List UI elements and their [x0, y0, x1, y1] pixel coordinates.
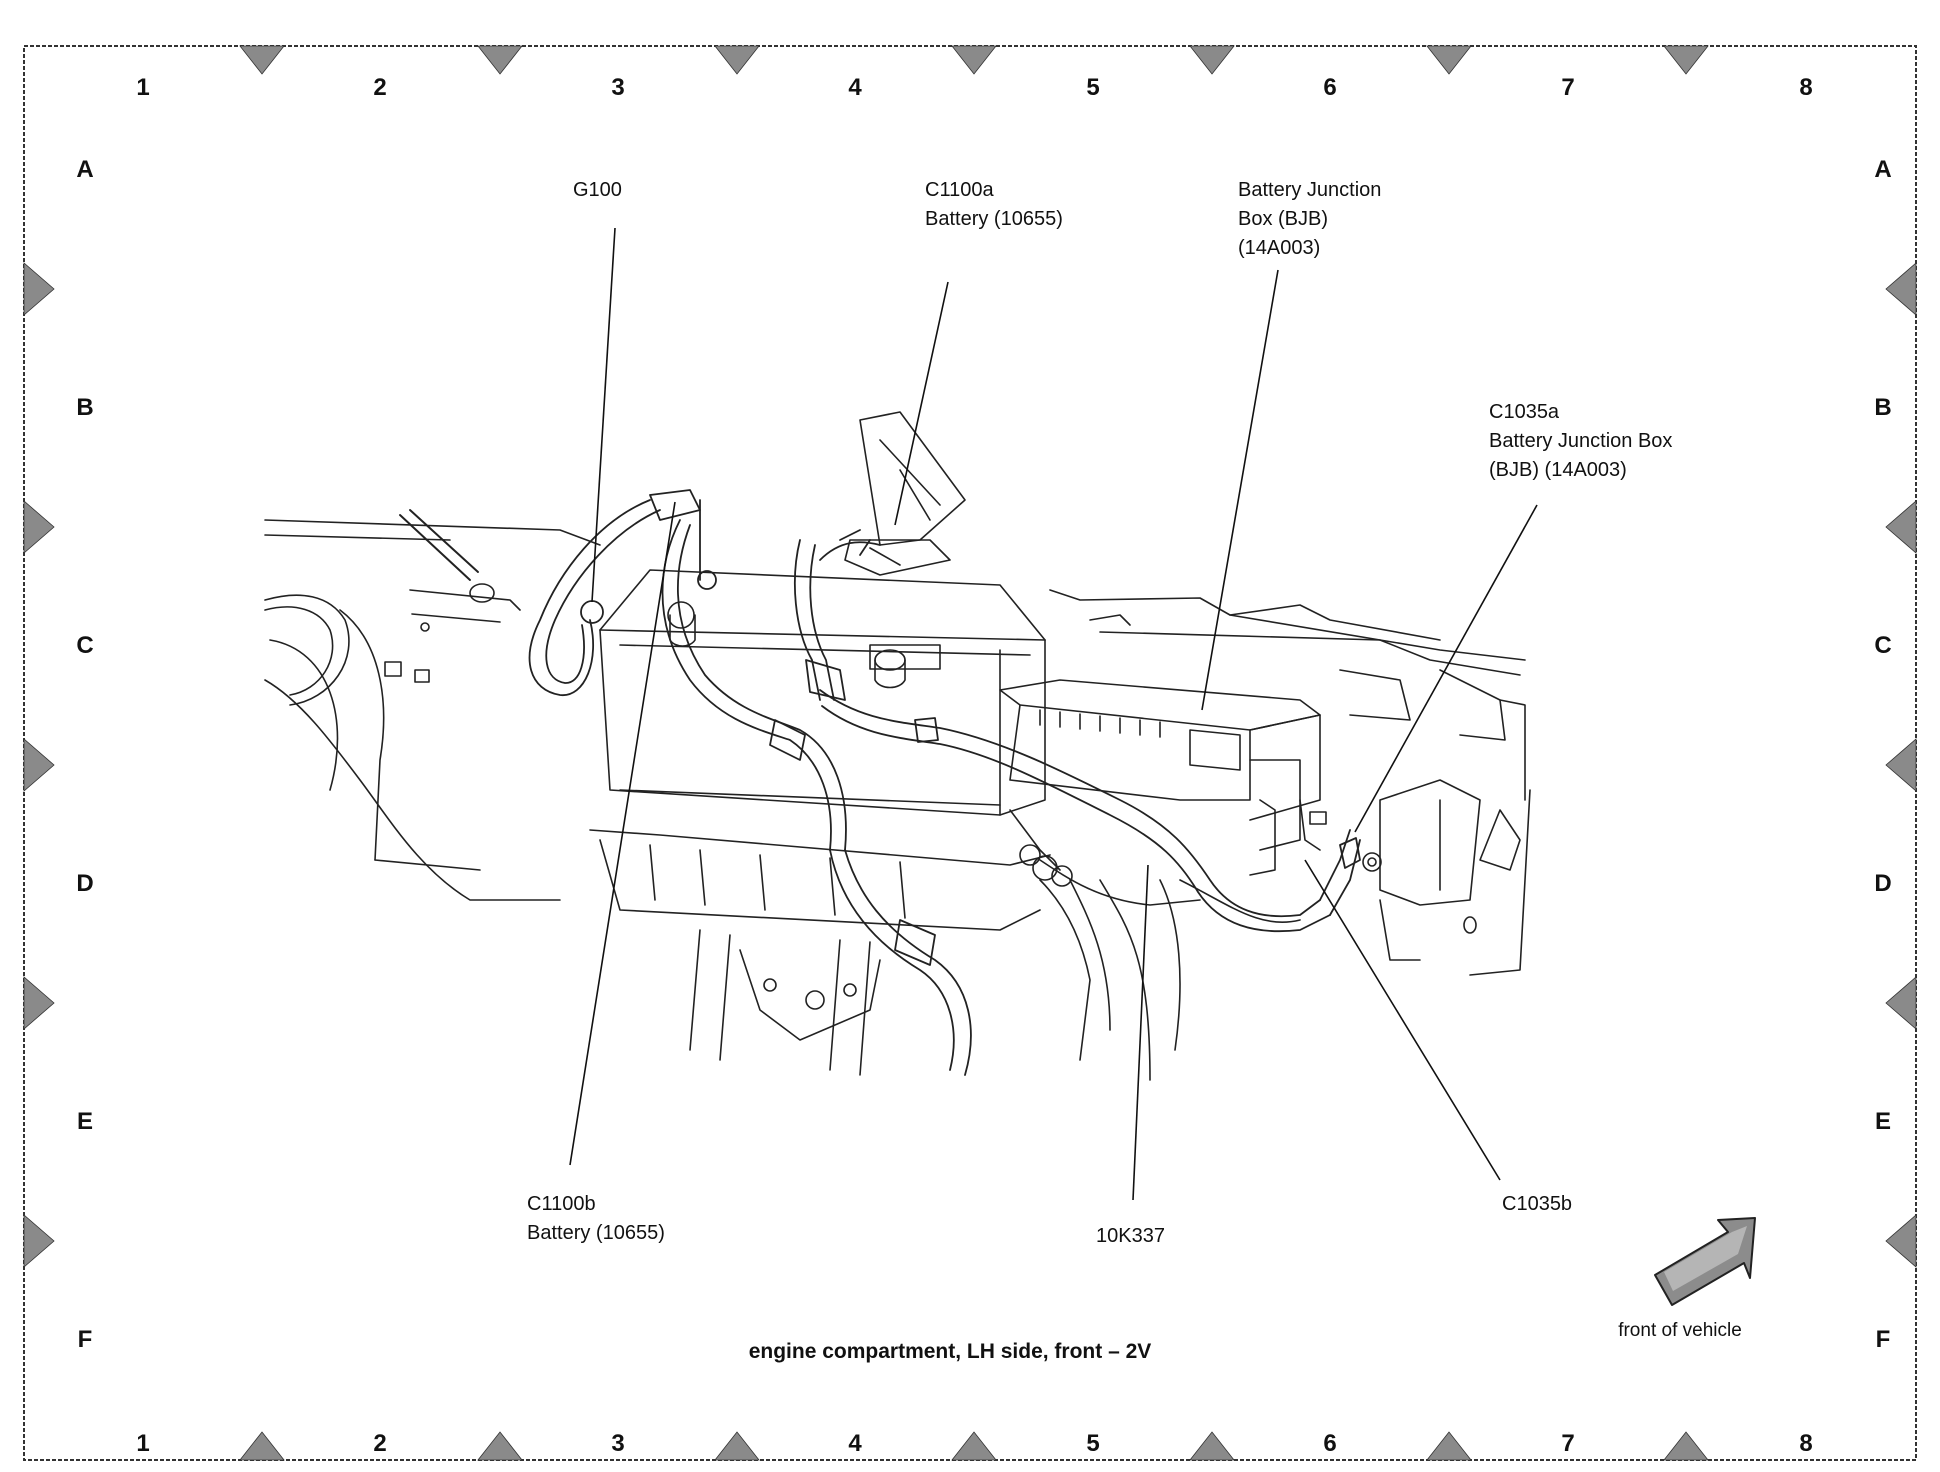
leader-10k337	[1132, 864, 1149, 1201]
leader-c1100a	[894, 281, 949, 526]
label-c1100b: C1100b Battery (10655)	[527, 1190, 665, 1248]
grid-column-4-top: 4	[848, 74, 862, 101]
grid-column-7-bottom: 7	[1561, 1430, 1575, 1457]
label-c1100b-line: Battery (10655)	[527, 1222, 665, 1244]
leader-g100	[591, 227, 616, 603]
ground-cable	[528, 489, 717, 696]
label-c1035a-line: Battery Junction Box	[1489, 430, 1673, 452]
grid-marker-left-5	[23, 1214, 55, 1268]
grid-row-B-right: B	[1874, 394, 1892, 421]
grid-column-6-bottom: 6	[1323, 1430, 1337, 1457]
battery-junction-box	[999, 679, 1327, 876]
grid-column-3-bottom: 3	[611, 1430, 625, 1457]
label-g100-line: G100	[573, 179, 622, 201]
grid-marker-left-3	[23, 738, 55, 792]
battery	[589, 569, 1051, 1076]
label-c1100b-line: C1100b	[527, 1193, 596, 1215]
label-c1035b-line: C1035b	[1502, 1193, 1573, 1215]
label-10k337-line: 10K337	[1096, 1225, 1165, 1247]
grid-markers	[23, 45, 1917, 1461]
grid-row-F-left: F	[77, 1326, 93, 1353]
label-c1100a: C1100a Battery (10655)	[925, 176, 1063, 234]
label-c1035b: C1035b	[1502, 1190, 1572, 1219]
grid-row-A-left: A	[76, 156, 94, 183]
grid-column-5-top: 5	[1086, 74, 1100, 101]
grid-column-7-top: 7	[1561, 74, 1575, 101]
grid-column-8-bottom: 8	[1799, 1430, 1813, 1457]
label-bjb: Battery Junction Box (BJB) (14A003)	[1238, 176, 1381, 263]
grid-marker-right-3	[1885, 738, 1917, 792]
diagram-caption: engine compartment, LH side, front – 2V	[748, 1340, 1152, 1363]
grid-marker-bottom-3	[714, 1431, 760, 1461]
leader-c1100b	[569, 501, 676, 1166]
label-c1035a-line: (BJB) (14A003)	[1489, 459, 1627, 481]
grid-marker-right-4	[1885, 976, 1917, 1030]
grid-column-3-top: 3	[611, 74, 625, 101]
left-fender	[264, 509, 601, 901]
grid-marker-top-6	[1426, 45, 1472, 75]
grid-row-E-right: E	[1874, 1108, 1891, 1135]
grid-column-4-bottom: 4	[848, 1430, 862, 1457]
grid-row-C-right: C	[1874, 632, 1892, 659]
grid-marker-top-5	[1189, 45, 1235, 75]
label-c1035a-line: C1035a	[1489, 401, 1560, 423]
grid-row-F-right: F	[1875, 1326, 1891, 1353]
label-bjb-line: Battery Junction	[1238, 179, 1382, 201]
grid-marker-bottom-6	[1426, 1431, 1472, 1461]
grid-marker-top-7	[1663, 45, 1709, 75]
label-bjb-line: Box (BJB)	[1238, 208, 1329, 230]
front-of-vehicle-arrow	[1654, 1217, 1756, 1306]
grid-marker-top-2	[477, 45, 523, 75]
grid-marker-top-3	[714, 45, 760, 75]
bjb-cable	[819, 689, 1361, 933]
grid-marker-left-1	[23, 262, 55, 316]
engine-compartment-illustration	[264, 411, 1531, 1081]
grid-row-E-left: E	[76, 1108, 93, 1135]
label-c1100a-line: Battery (10655)	[925, 208, 1063, 230]
leader-lines	[569, 227, 1538, 1201]
grid-column-8-top: 8	[1799, 74, 1813, 101]
grid-marker-right-1	[1885, 262, 1917, 316]
grid-marker-right-2	[1885, 500, 1917, 554]
grid-marker-top-1	[239, 45, 285, 75]
grid-column-1-top: 1	[136, 74, 150, 101]
front-of-vehicle-label: front of vehicle	[1618, 1320, 1742, 1341]
grid-marker-left-4	[23, 976, 55, 1030]
label-g100: G100	[573, 176, 622, 205]
diagram-border	[23, 45, 1917, 1461]
cowl-panel	[1049, 589, 1526, 801]
grid-row-C-left: C	[76, 632, 94, 659]
grid-marker-bottom-4	[951, 1431, 997, 1461]
grid-row-D-left: D	[76, 870, 94, 897]
leader-c1035b	[1304, 859, 1501, 1181]
grid-marker-bottom-1	[239, 1431, 285, 1461]
grid-marker-left-2	[23, 500, 55, 554]
battery-positive-cable	[661, 519, 972, 1076]
grid-column-5-bottom: 5	[1086, 1430, 1100, 1457]
grid-marker-top-4	[951, 45, 997, 75]
label-10k337: 10K337	[1096, 1222, 1165, 1251]
grid-marker-bottom-7	[1663, 1431, 1709, 1461]
grid-row-A-right: A	[1874, 156, 1892, 183]
label-bjb-line: (14A003)	[1238, 237, 1321, 259]
grid-marker-right-5	[1885, 1214, 1917, 1268]
grid-column-2-top: 2	[373, 74, 387, 101]
grid-row-D-right: D	[1874, 870, 1892, 897]
grid-column-1-bottom: 1	[136, 1430, 150, 1457]
label-c1035a: C1035a Battery Junction Box (BJB) (14A00…	[1489, 398, 1672, 485]
grid-marker-bottom-2	[477, 1431, 523, 1461]
label-c1100a-line: C1100a	[925, 179, 994, 201]
grid-column-2-bottom: 2	[373, 1430, 387, 1457]
leader-bjb	[1201, 269, 1279, 711]
grid-row-B-left: B	[76, 394, 94, 421]
leader-c1035a	[1354, 504, 1538, 833]
lower-wiring	[1009, 809, 1301, 1081]
right-brackets	[1362, 779, 1531, 976]
grid-marker-bottom-5	[1189, 1431, 1235, 1461]
grid-column-6-top: 6	[1323, 74, 1337, 101]
